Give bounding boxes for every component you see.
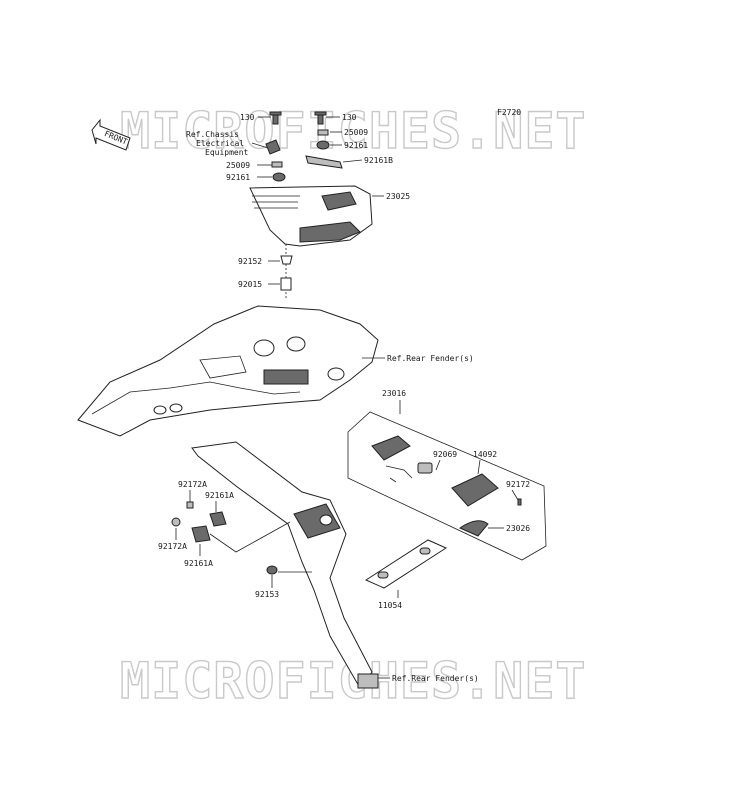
grommet-92161-left	[272, 172, 286, 182]
license-light-base	[371, 435, 411, 461]
label-23026: 23026	[506, 524, 530, 533]
ref-chassis-label-line1: Ref.Chassis	[186, 130, 239, 139]
washer-25009-left	[271, 161, 283, 168]
ref-chassis-label-line2: Electrical	[196, 139, 244, 148]
nut-92015	[280, 277, 292, 291]
label-92161-left: 92161	[226, 173, 250, 182]
chassis-clip	[265, 139, 281, 155]
label-92172: 92172	[506, 480, 530, 489]
label-130-right: 130	[342, 113, 357, 122]
grommet-92161A-bottom	[191, 525, 211, 543]
rear-fender-reference	[77, 305, 379, 437]
bolt-130-left	[269, 111, 282, 125]
lens-23026	[458, 520, 489, 537]
license-light-group-box	[347, 411, 547, 561]
bolt-92172A-top	[186, 501, 194, 509]
label-14092: 14092	[473, 450, 497, 459]
diagram-code: F2720	[497, 108, 521, 117]
label-92161A-bottom: 92161A	[184, 559, 213, 568]
label-11054: 11054	[378, 601, 402, 610]
label-92161A-top: 92161A	[205, 491, 234, 500]
bulb-92069	[417, 462, 433, 474]
label-92153: 92153	[255, 590, 279, 599]
grommet-92161A-top	[209, 511, 227, 527]
ref-chassis-label-line3: Equipment	[205, 148, 249, 157]
label-92015: 92015	[238, 280, 262, 289]
label-92161-right: 92161	[344, 141, 368, 150]
label-23025: 23025	[386, 192, 410, 201]
housing-23025	[249, 185, 373, 247]
label-25009-left: 25009	[226, 161, 250, 170]
label-23016: 23016	[382, 389, 406, 398]
screw-92172	[517, 498, 522, 506]
mounting-stay	[191, 441, 379, 689]
label-ref-rear-fender-top: Ref.Rear Fender(s)	[387, 354, 474, 363]
washer-25009-right	[317, 129, 329, 136]
bracket-92161B	[305, 155, 343, 169]
label-25009-right: 25009	[344, 128, 368, 137]
clip-92153	[266, 565, 278, 575]
label-92161B: 92161B	[364, 156, 393, 165]
bolt-130-right	[314, 111, 327, 125]
label-92069: 92069	[433, 450, 457, 459]
label-130-left: 130	[240, 113, 255, 122]
grommet-92161-right	[316, 140, 330, 150]
label-92172A-top: 92172A	[178, 480, 207, 489]
label-92152: 92152	[238, 257, 262, 266]
lens-cover-14092	[451, 473, 499, 507]
license-plate-bracket-11054	[364, 539, 448, 589]
spacer-92152	[280, 255, 293, 265]
watermark-top: MICROFICHES.NET	[120, 102, 587, 160]
bolt-92172A-bottom	[171, 517, 181, 527]
label-92172A-bottom: 92172A	[158, 542, 187, 551]
label-ref-rear-fender-bottom: Ref.Rear Fender(s)	[392, 674, 479, 683]
